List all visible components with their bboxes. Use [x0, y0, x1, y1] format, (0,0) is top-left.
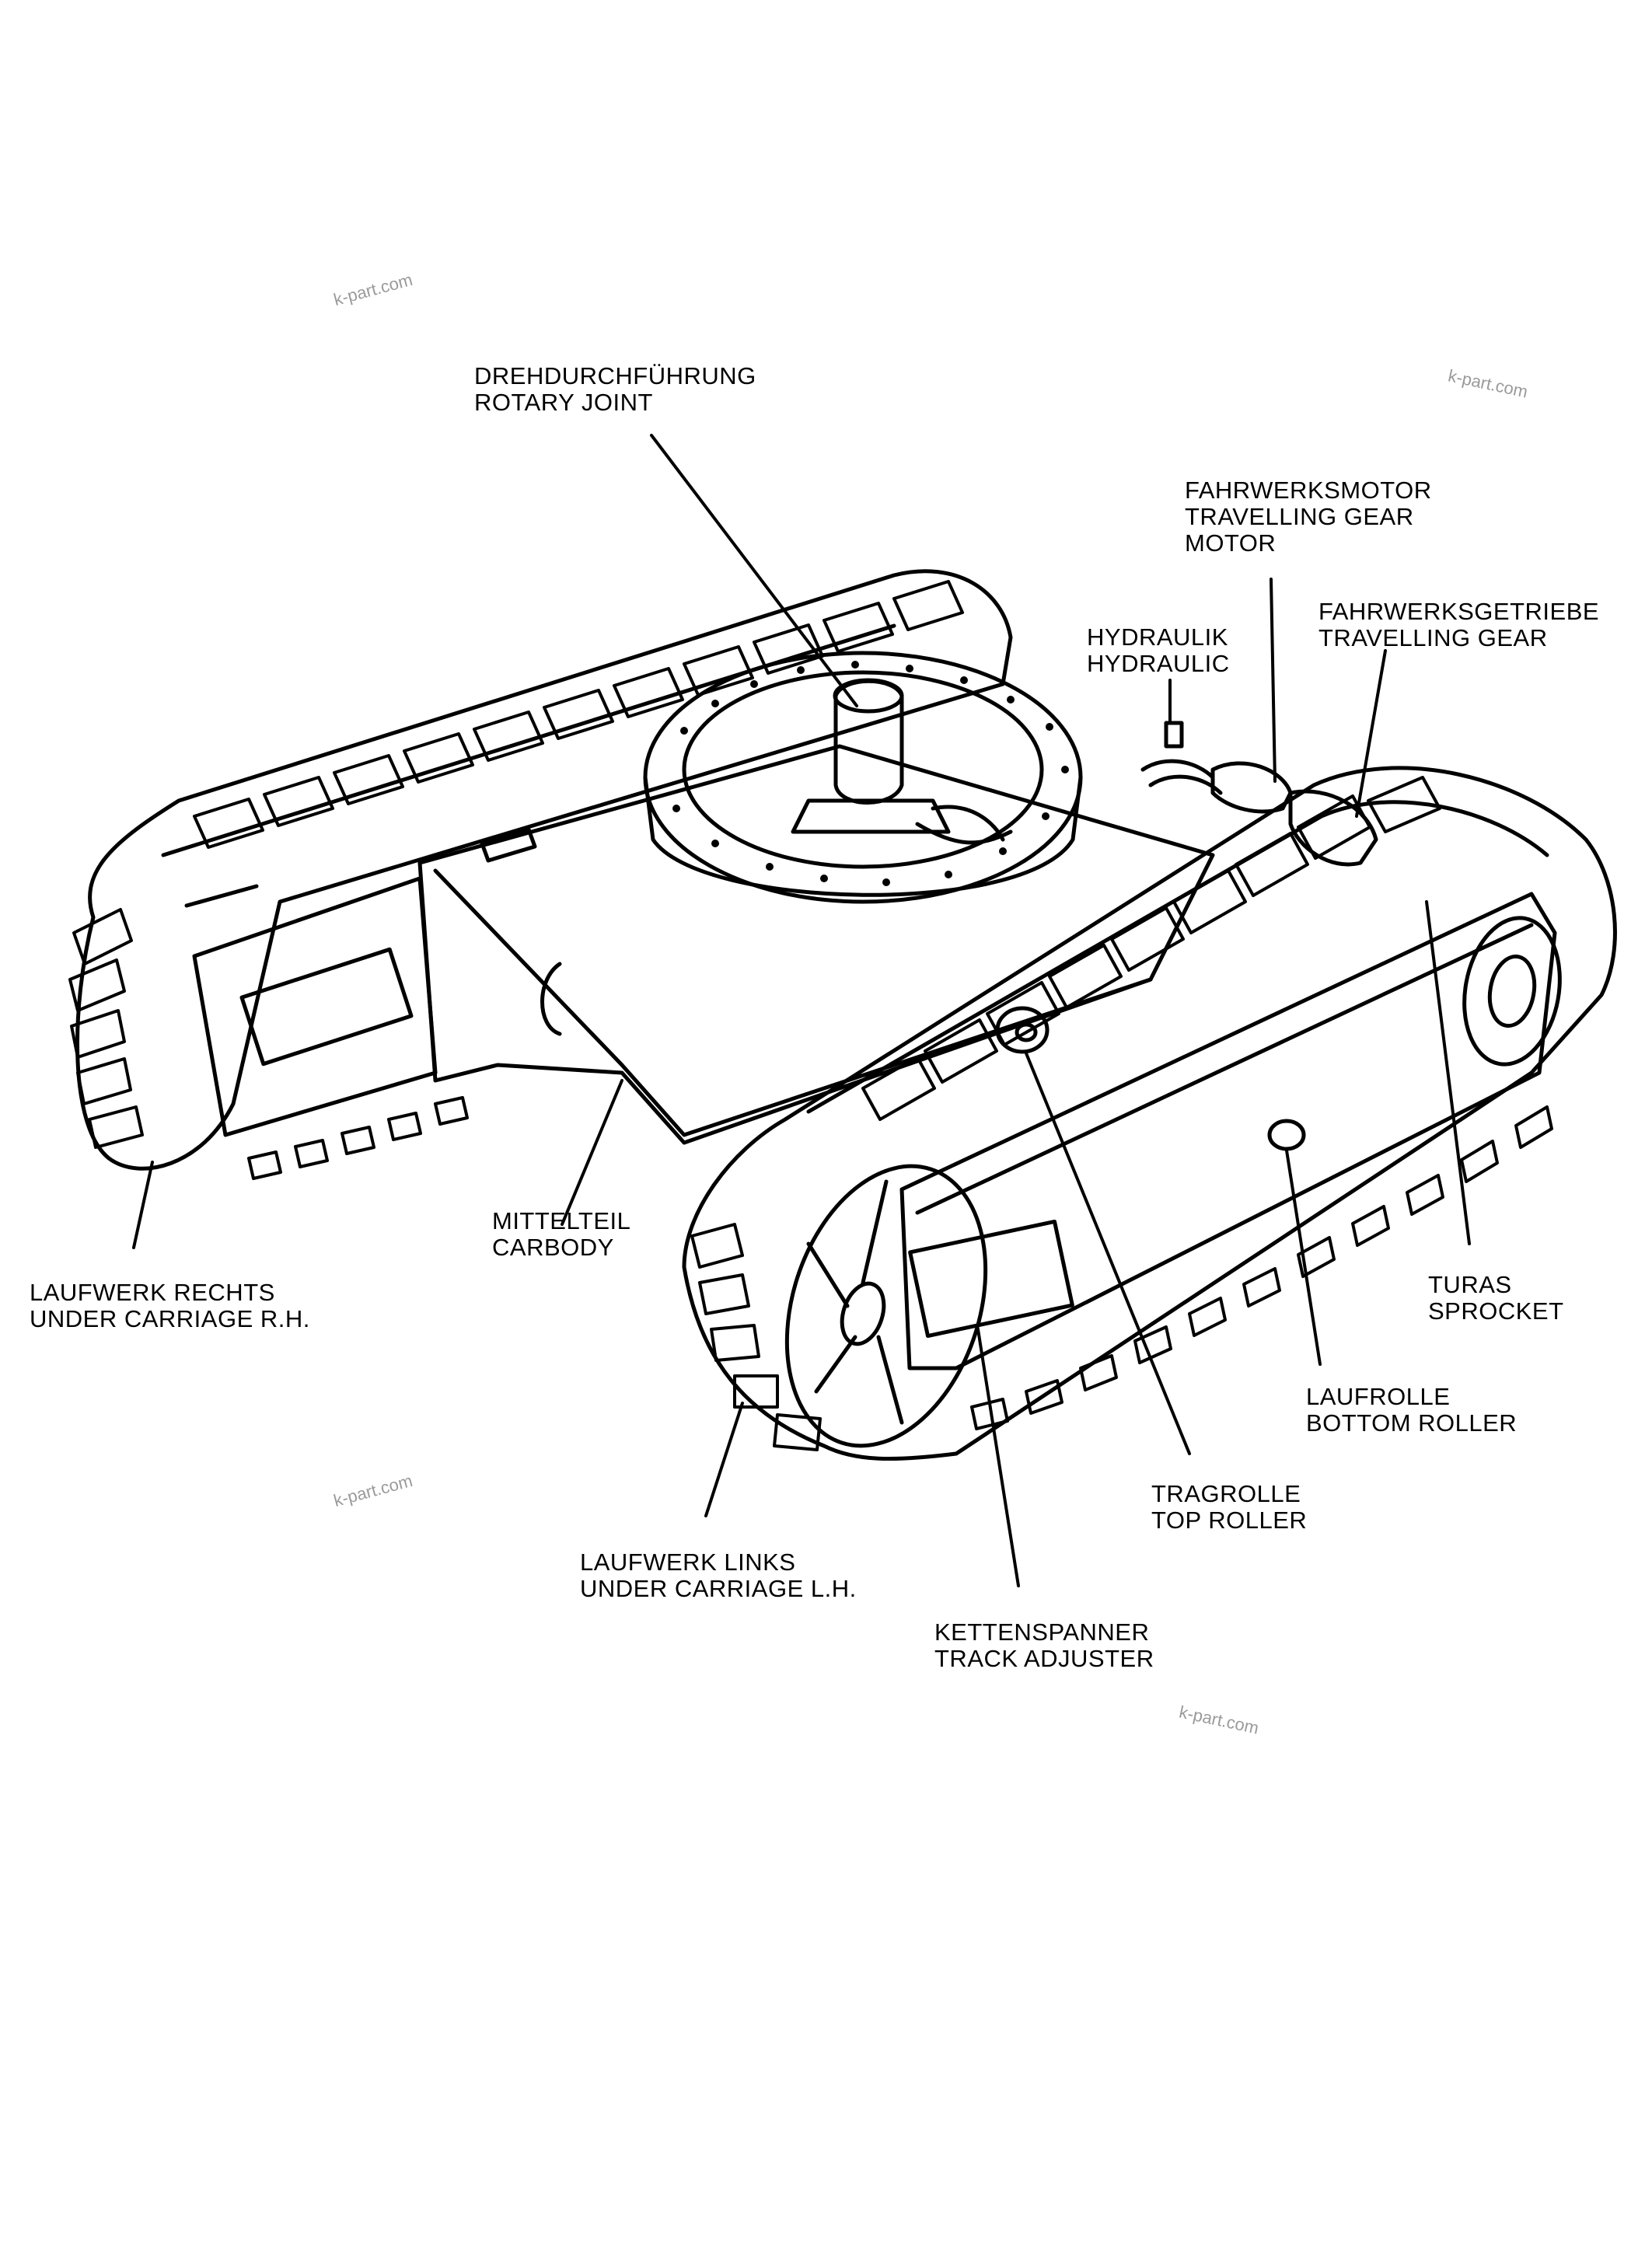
leader-track-adjuster	[976, 1328, 1020, 1587]
leader-top-roller	[1025, 1052, 1191, 1455]
top-roller-hub	[1015, 1022, 1038, 1042]
rh-track-adjuster-box	[239, 947, 414, 1067]
track-lh-top-edge	[806, 800, 1549, 1114]
track-adjuster	[908, 1219, 1074, 1339]
travel-motor	[1210, 761, 1293, 814]
rotary-joint	[833, 679, 904, 805]
slewing-ring-base	[643, 775, 1083, 897]
track-rh-shoes	[193, 580, 964, 849]
hydraulic-fittings	[1140, 721, 1223, 795]
slewing-ring-inner	[682, 670, 1044, 869]
carbody	[417, 744, 1215, 1145]
track-lh-shoes	[861, 776, 1441, 1121]
slewing-ring-outer	[643, 651, 1083, 904]
top-roller	[995, 1006, 1050, 1054]
leader-lines	[132, 434, 1471, 1587]
leader-under-carriage-lh	[704, 1402, 744, 1517]
idler-wheel	[784, 1164, 988, 1448]
rotary-joint-top	[833, 678, 904, 714]
idler-spokes	[806, 1179, 904, 1425]
bottom-roller	[1267, 1119, 1306, 1151]
slewing-ring-bolts	[672, 661, 1069, 886]
rotary-hoses	[915, 805, 1013, 845]
leader-sprocket	[1425, 900, 1471, 1245]
rotary-joint-base	[791, 798, 951, 834]
track-lh-outline	[682, 766, 1617, 1461]
carbody-slot	[540, 962, 562, 1036]
leader-carbody	[561, 1079, 623, 1226]
leader-under-carriage-rh	[132, 1161, 154, 1249]
travel-gear	[1288, 789, 1378, 867]
sprocket-hub	[1487, 954, 1537, 1028]
carbody-plate	[480, 827, 537, 863]
track-lh-bottom-links	[970, 1105, 1553, 1430]
track-lh-front-links	[690, 1223, 822, 1451]
leader-travelling-gear-motor	[1270, 578, 1277, 783]
leader-rotary-joint	[650, 434, 858, 707]
leader-travelling-gear	[1355, 649, 1387, 818]
lh-frame-line	[915, 923, 1534, 1215]
rh-frame-end	[192, 876, 438, 1137]
lh-frame	[899, 892, 1557, 1370]
track-rh-front-links	[68, 908, 144, 1149]
track-rh-bottom-links	[247, 1096, 469, 1180]
sprocket	[1462, 916, 1562, 1067]
idler-hub	[840, 1281, 886, 1346]
leader-bottom-roller	[1285, 1149, 1322, 1366]
